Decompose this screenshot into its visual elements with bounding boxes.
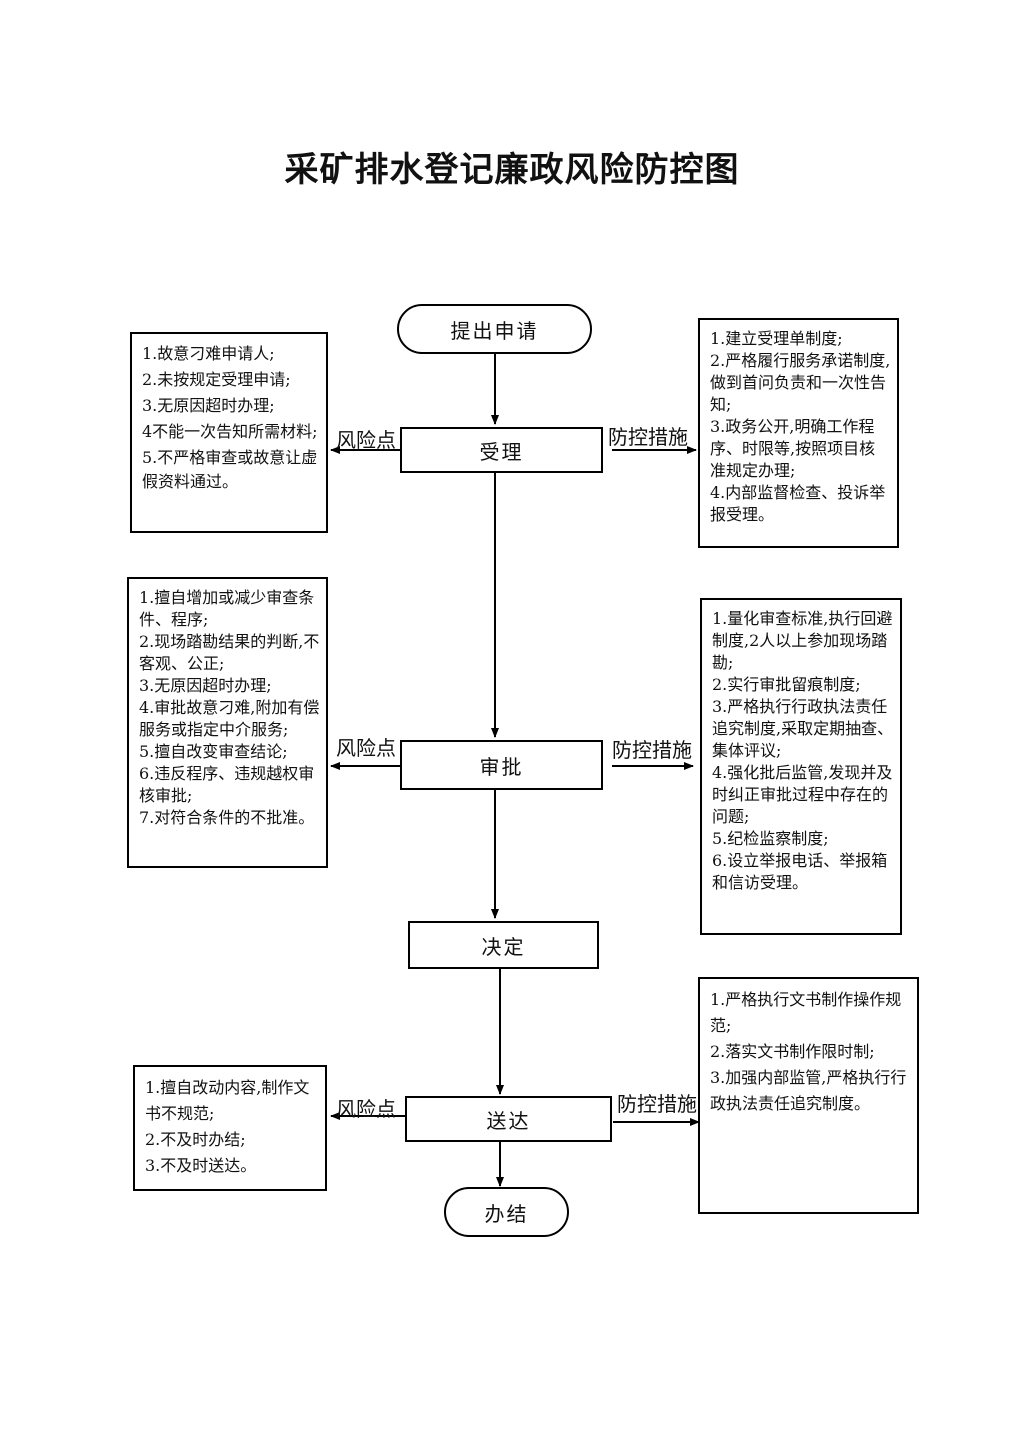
list-item: 2.实行审批留痕制度;: [712, 675, 861, 694]
node-decide: 决定: [408, 921, 599, 969]
list-item: 2.落实文书制作限时制;: [710, 1042, 875, 1061]
list-item: 2.不及时办结;: [145, 1130, 246, 1149]
list-item: 1.故意刁难申请人;: [142, 344, 275, 363]
list-item: 4.内部监督检查、投诉举报受理。: [710, 483, 886, 524]
node-approve: 审批: [400, 740, 603, 790]
control-box-deliver: 1.严格执行文书制作操作规范; 2.落实文书制作限时制; 3.加强内部监管,严格…: [698, 977, 919, 1214]
list-item: 1.严格执行文书制作操作规范;: [710, 990, 902, 1035]
list-item: 3.不及时送达。: [145, 1156, 257, 1175]
list-item: 2.未按规定受理申请;: [142, 370, 291, 389]
control-box-receive: 1.建立受理单制度; 2.严格履行服务承诺制度,做到首问负责和一次性告知; 3.…: [698, 318, 899, 548]
risk-label-deliver: 风险点: [336, 1097, 396, 1121]
list-item: 7.对符合条件的不批准。: [139, 808, 315, 827]
list-item: 2.严格履行服务承诺制度,做到首问负责和一次性告知;: [710, 351, 891, 414]
list-item: 2.现场踏勘结果的判断,不客观、公正;: [139, 632, 320, 673]
list-item: 3.无原因超时办理;: [139, 676, 272, 695]
list-item: 1.量化审查标准,执行回避制度,2人以上参加现场踏勘;: [712, 609, 893, 672]
risk-label-approve: 风险点: [336, 736, 396, 760]
list-item: 3.严格执行行政执法责任追究制度,采取定期抽查、集体评议;: [712, 697, 894, 760]
page-title: 采矿排水登记廉政风险防控图: [284, 150, 740, 190]
control-label-receive: 防控措施: [608, 425, 688, 449]
list-item: 3.政务公开,明确工作程序、时限等,按照项目核准规定办理;: [710, 417, 876, 480]
list-item: 1.擅自改动内容,制作文书不规范;: [145, 1078, 310, 1123]
node-deliver: 送达: [405, 1096, 612, 1142]
node-finish: 办结: [444, 1187, 569, 1237]
node-receive: 受理: [400, 427, 603, 473]
list-item: 5.不严格审查或故意让虚假资料通过。: [142, 448, 318, 491]
list-item: 6.设立举报电话、举报箱和信访受理。: [712, 851, 888, 892]
list-item: 5.纪检监察制度;: [712, 829, 829, 848]
list-item: 1.擅自增加或减少审查条件、程序;: [139, 588, 315, 629]
list-item: 6.违反程序、违规越权审核审批;: [139, 764, 315, 805]
node-start: 提出申请: [397, 304, 592, 354]
list-item: 4.强化批后监管,发现并及时纠正审批过程中存在的问题;: [712, 763, 893, 826]
risk-box-receive: 1.故意刁难申请人; 2.未按规定受理申请; 3.无原因超时办理; 4不能一次告…: [130, 332, 328, 533]
list-item: 5.擅自改变审查结论;: [139, 742, 288, 761]
risk-label-receive: 风险点: [336, 428, 396, 452]
list-item: 4不能一次告知所需材料;: [142, 422, 318, 441]
list-item: 3.无原因超时办理;: [142, 396, 275, 415]
list-item: 3.加强内部监管,严格执行行政执法责任追究制度。: [710, 1068, 907, 1113]
risk-box-approve: 1.擅自增加或减少审查条件、程序; 2.现场踏勘结果的判断,不客观、公正; 3.…: [127, 577, 328, 868]
list-item: 4.审批故意刁难,附加有偿服务或指定中介服务;: [139, 698, 320, 739]
control-box-approve: 1.量化审查标准,执行回避制度,2人以上参加现场踏勘; 2.实行审批留痕制度; …: [700, 598, 902, 935]
control-label-approve: 防控措施: [612, 738, 692, 762]
risk-box-deliver: 1.擅自改动内容,制作文书不规范; 2.不及时办结; 3.不及时送达。: [133, 1065, 327, 1191]
list-item: 1.建立受理单制度;: [710, 329, 843, 348]
control-label-deliver: 防控措施: [617, 1092, 697, 1116]
